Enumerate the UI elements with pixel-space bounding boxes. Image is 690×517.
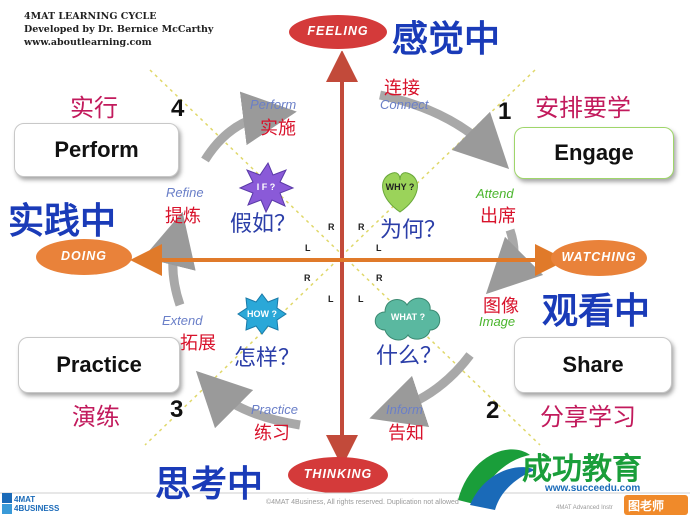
how-label: HOW ?: [247, 309, 277, 319]
watching-cn: 观看中: [542, 291, 651, 332]
footer-logo: 4MAT 4BUSINESS: [14, 495, 59, 513]
image-cn: 图像: [483, 296, 519, 317]
cycle-arrow-1: [379, 90, 510, 170]
share-number: 2: [486, 397, 500, 424]
practice-step-cn: 练习: [254, 423, 290, 444]
what-cloud-shape: [374, 297, 441, 341]
share-cn: 分享学习: [540, 403, 636, 431]
practice-number: 3: [170, 396, 184, 423]
footer-copyright: ©4MAT 4Business, All rights reserved. Du…: [266, 499, 459, 506]
how-starburst-shape: [237, 293, 287, 335]
thinking-cn: 思考中: [155, 464, 264, 505]
refine-cn: 提炼: [165, 206, 201, 227]
why-heart-shape: [382, 172, 418, 213]
cycle-arrow-6: [201, 91, 297, 163]
extend-cn: 拓展: [180, 333, 216, 354]
watermark-swoosh: [458, 449, 530, 505]
why-label: WHY ?: [385, 182, 415, 192]
doing-label: DOING: [61, 249, 107, 263]
thinking-label: THINKING: [303, 467, 373, 481]
watermark-badge: 图老师: [628, 499, 665, 513]
feeling-cn: 感觉中: [392, 19, 501, 60]
practice-cn: 演练: [72, 403, 120, 431]
footer-logo-line2: 4BUSINESS: [14, 504, 60, 513]
logo-square-2: [2, 504, 12, 514]
practice-box: Practice: [18, 337, 180, 393]
connect-cn: 连接: [384, 78, 420, 99]
attend-en: Attend: [476, 186, 514, 201]
credits-url: www.aboutlearning.com: [24, 37, 152, 48]
brain-r-4: R: [376, 273, 383, 283]
doing-cn: 实践中: [8, 201, 117, 242]
connect-en: Connect: [380, 97, 429, 112]
perform-box: Perform: [14, 123, 179, 177]
engage-box: Engage: [514, 127, 674, 179]
cycle-arrow-5: [143, 211, 196, 307]
refine-en: Refine: [166, 185, 204, 200]
credits-title: 4MAT LEARNING CYCLE: [24, 11, 157, 22]
perform-step-en: Perform: [250, 97, 297, 112]
watermark-cn: 成功教育: [522, 452, 642, 487]
perform-number: 4: [171, 95, 185, 122]
if-label: I F ?: [256, 182, 276, 192]
footer-right-fragment: 4MAT Advanced Instr: [556, 505, 613, 511]
share-box: Share: [514, 337, 672, 393]
footer-logo-line1: 4MAT: [14, 495, 36, 504]
watching-pill: [551, 240, 647, 276]
brain-l-2: L: [376, 243, 382, 253]
credits: 4MAT LEARNING CYCLE Developed by Dr. Ber…: [24, 10, 213, 49]
perform-cn: 实行: [70, 94, 118, 122]
if-cn: 假如？: [230, 212, 297, 237]
watermark-swoosh-2: [470, 467, 535, 510]
extend-en: Extend: [162, 313, 203, 328]
brain-l-3: L: [328, 294, 334, 304]
why-cn: 为何？: [380, 218, 447, 243]
cycle-arrow-2: [485, 228, 544, 295]
engage-number: 1: [498, 98, 512, 125]
attend-cn: 出席: [480, 206, 516, 227]
feeling-pill: [287, 13, 389, 51]
brain-r-2: R: [358, 222, 365, 232]
brain-l-1: L: [305, 243, 311, 253]
how-cn: 怎样？: [234, 346, 301, 371]
brain-l-4: L: [358, 294, 364, 304]
diagonal-1: [149, 69, 541, 446]
credits-author: Developed by Dr. Bernice McCarthy: [24, 24, 214, 35]
thinking-pill: [288, 457, 388, 493]
brain-r-3: R: [304, 273, 311, 283]
inform-cn: 告知: [388, 423, 424, 444]
watching-label: WATCHING: [561, 250, 637, 264]
perform-step-cn: 实施: [260, 118, 296, 139]
engage-cn: 安排要学: [535, 94, 631, 122]
practice-step-en: Practice: [251, 402, 298, 417]
what-label: WHAT ?: [390, 312, 426, 322]
feeling-label: FEELING: [307, 24, 369, 38]
doing-pill: [36, 239, 132, 275]
cycle-arrow-4: [195, 370, 301, 430]
cycle-arrow-3: [369, 352, 474, 428]
if-star-shape: [238, 161, 295, 214]
logo-square-1: [2, 493, 12, 503]
brain-r-1: R: [328, 222, 335, 232]
image-en: Image: [479, 314, 516, 329]
watermark-url: www.succeedu.com: [545, 483, 641, 494]
inform-en: Inform: [386, 402, 423, 417]
what-cn: 什么？: [376, 344, 443, 369]
watermark-badge-bg: [624, 495, 688, 515]
